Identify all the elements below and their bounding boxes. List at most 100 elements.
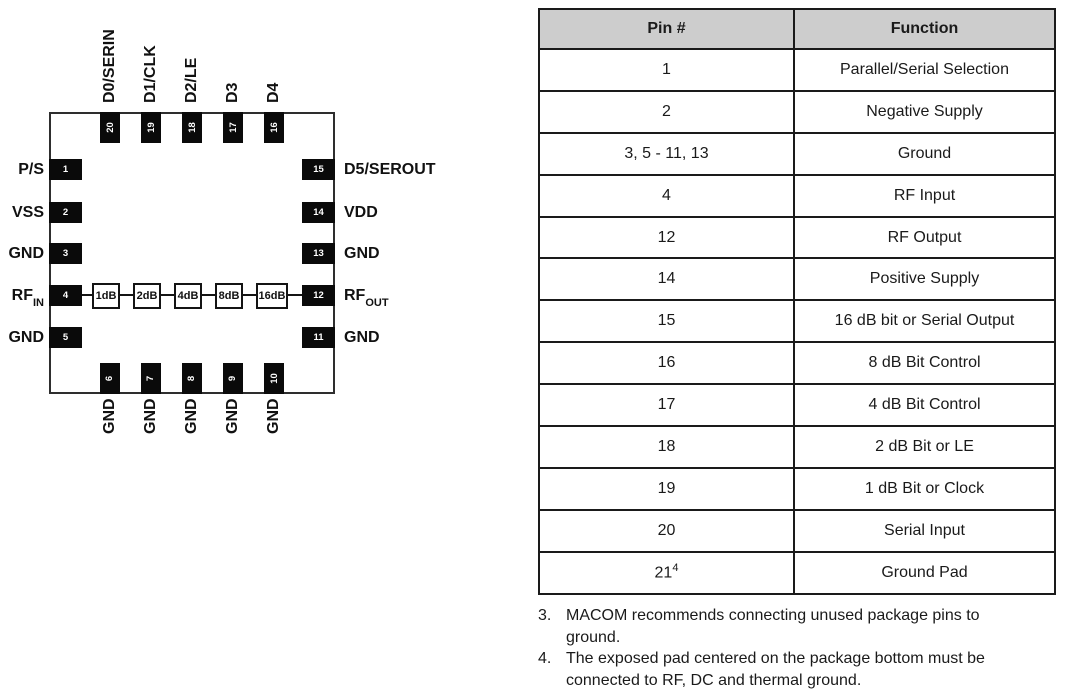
function-cell: Negative Supply	[793, 89, 1056, 134]
pin-number: 9	[227, 375, 239, 382]
pin-cell: 4	[538, 173, 795, 218]
pin-label-d2le: D2/LE	[183, 57, 200, 103]
footnote-superscript: 4	[672, 562, 679, 575]
attenuator-label: 8dB	[218, 290, 240, 302]
note-text: The exposed pad centered on the package …	[566, 650, 985, 689]
note-item-4: 4. The exposed pad centered on the packa…	[538, 648, 1038, 691]
pin-number: 20	[104, 122, 116, 133]
pin-label-d3: D3	[224, 82, 241, 103]
pin-pad-10: 10	[264, 363, 284, 394]
pin-pad-5: 5	[49, 327, 82, 348]
pin-number: 11	[313, 332, 324, 343]
pin-label-text: P/S	[18, 161, 44, 178]
pin-label-subscript: OUT	[365, 297, 389, 310]
pin-pad-2: 2	[49, 202, 82, 223]
pin-number: 12	[313, 290, 324, 301]
pin-number: 4	[62, 290, 69, 301]
pin-number: 16	[268, 122, 280, 133]
pin-cell-value: 21	[654, 564, 673, 582]
pin-pad-12: 12	[302, 285, 335, 306]
attenuator-4db-box: 4dB	[174, 283, 202, 309]
pin-number: 3	[62, 248, 69, 259]
pin-cell: 17	[538, 383, 795, 428]
pin-number: 15	[313, 164, 324, 175]
pin-cell: 16	[538, 341, 795, 386]
note-number: 3.	[538, 607, 552, 624]
package-outline	[49, 112, 335, 394]
pin-number: 7	[145, 375, 157, 382]
pin-cell: 20	[538, 508, 795, 553]
pin-number: 8	[186, 375, 198, 382]
attenuator-16db-box: 16dB	[256, 283, 288, 309]
attenuator-8db-box: 8dB	[215, 283, 243, 309]
pin-cell: 2	[538, 89, 795, 134]
pin-number: 14	[313, 207, 324, 218]
column-header-function: Function	[793, 8, 1056, 50]
pin-label-text: GND	[344, 329, 380, 346]
pin-number: 1	[62, 164, 69, 175]
function-cell: Positive Supply	[793, 257, 1056, 302]
pin-pad-3: 3	[49, 243, 82, 264]
pin-label-gnd13: GND	[344, 244, 380, 264]
pin-pad-20: 20	[100, 112, 120, 143]
pin-label-subscript: IN	[33, 297, 44, 310]
footnotes: 3. MACOM recommends connecting unused pa…	[538, 605, 1038, 691]
pin-pad-8: 8	[182, 363, 202, 394]
pin-number: 18	[186, 122, 198, 133]
pin-label-gnd6: GND	[101, 398, 118, 434]
pin-cell: 19	[538, 466, 795, 511]
function-cell: 4 dB Bit Control	[793, 383, 1056, 428]
pin-label-d4: D4	[265, 82, 282, 103]
function-cell: Serial Input	[793, 508, 1056, 553]
pin-pad-1: 1	[49, 159, 82, 180]
pin-label-text: D5/SEROUT	[344, 161, 436, 178]
pin-label-text: GND	[8, 329, 44, 346]
pin-label-text: RF	[11, 287, 33, 304]
pin-label-gnd7: GND	[142, 398, 159, 434]
pin-pad-17: 17	[223, 112, 243, 143]
note-number: 4.	[538, 650, 552, 667]
pin-label-text: VSS	[11, 204, 44, 221]
pin-label-gnd8: GND	[183, 398, 200, 434]
function-cell: Ground Pad	[793, 550, 1056, 595]
function-cell: RF Input	[793, 173, 1056, 218]
attenuator-label: 16dB	[258, 290, 286, 302]
pin-pad-9: 9	[223, 363, 243, 394]
pin-pad-16: 16	[264, 112, 284, 143]
attenuator-2db-box: 2dB	[133, 283, 161, 309]
attenuator-label: 4dB	[177, 290, 199, 302]
pin-pad-19: 19	[141, 112, 161, 143]
pin-number: 19	[145, 122, 157, 133]
pin-label-text: RF	[344, 287, 366, 304]
attenuator-label: 2dB	[136, 290, 158, 302]
pin-label-gnd10: GND	[265, 398, 282, 434]
pin-label-gnd9: GND	[224, 398, 241, 434]
pin-label-gnd3: GND	[0, 244, 44, 264]
function-cell: Ground	[793, 131, 1056, 176]
pin-number: 2	[62, 207, 69, 218]
pin-label-vdd: VDD	[344, 203, 378, 223]
pin-label-ps: P/S	[0, 160, 44, 180]
function-cell: 2 dB Bit or LE	[793, 425, 1056, 469]
pin-label-rfout: RFOUT	[344, 286, 389, 311]
pin-label-text: VDD	[344, 204, 378, 221]
pin-cell: 14	[538, 257, 795, 302]
pin-label-text: GND	[8, 245, 44, 262]
pin-label-gnd5: GND	[0, 328, 44, 348]
pin-label-rfin: RFIN	[0, 286, 44, 311]
pin-label-d5serout: D5/SEROUT	[344, 160, 436, 180]
pin-number: 17	[227, 122, 239, 133]
pin-label-gnd11: GND	[344, 328, 380, 348]
function-cell: Parallel/Serial Selection	[793, 48, 1056, 92]
